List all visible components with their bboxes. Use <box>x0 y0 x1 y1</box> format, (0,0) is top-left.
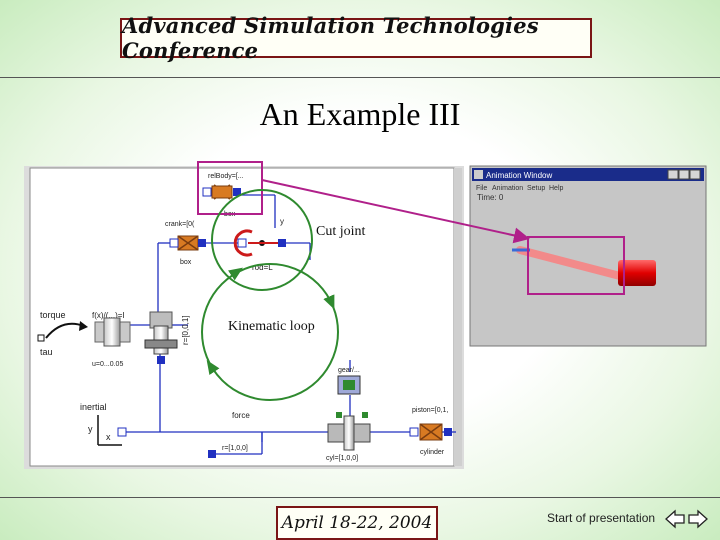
range-label: u=0...0.05 <box>92 361 123 368</box>
conference-date: April 18-22, 2004 <box>281 513 433 533</box>
kinematic-loop-circle <box>201 263 339 401</box>
gear-block: gear/... <box>337 367 361 395</box>
crank-label: crank=[0( <box>165 221 195 228</box>
header-divider <box>0 77 720 78</box>
inertial-label: inertial <box>80 402 107 412</box>
cut-joint-annotation: Cut joint <box>316 224 366 239</box>
cylinder-label: cylinder <box>420 449 445 456</box>
menu-help[interactable]: Help <box>549 185 564 192</box>
conference-header: Advanced Simulation Technologies Confere… <box>120 13 592 63</box>
inertial-x-label: x <box>106 432 111 442</box>
inertial-frame: inertial y x <box>80 402 127 446</box>
function-block: f(x)/(...)=I u=0...0.05 <box>92 311 131 368</box>
force-r-label: r=[1,0,0] <box>222 445 248 452</box>
torque-label: torque <box>40 310 66 320</box>
previous-arrow-icon[interactable] <box>664 508 686 530</box>
cut-joint-revolute: y <box>233 217 286 257</box>
cyl-label: cyl=[1,0,0] <box>326 455 358 462</box>
animated-cylinder <box>618 260 656 286</box>
relbody-highlight <box>197 161 263 215</box>
inertial-y-label: y <box>88 424 93 434</box>
menu-file[interactable]: File <box>476 185 487 192</box>
crank-component: crank=[0( box <box>165 221 206 266</box>
animation-highlight <box>527 236 625 295</box>
torque-component: torque tau <box>37 310 88 357</box>
date-box: April 18-22, 2004 <box>276 506 438 540</box>
footer-divider <box>0 497 720 498</box>
piston-component: piston=[0,1, cylinder <box>409 407 452 456</box>
tau-label: tau <box>40 347 53 357</box>
animation-window-title: Animation Window <box>486 171 552 180</box>
function-label: f(x)/(...)=I <box>92 311 125 320</box>
connector-arrow <box>261 179 530 244</box>
modelica-diagram: relBody=[... box crank=[0( box y rod=L t… <box>24 161 464 469</box>
prismatic-block: r=[0,0,1] <box>144 311 190 364</box>
kinematic-loop-annotation: Kinematic loop <box>228 319 315 334</box>
slide-title: An Example III <box>259 96 461 132</box>
gear-label: gear/... <box>338 367 360 374</box>
svg-text:y: y <box>280 217 284 226</box>
conference-title: Advanced Simulation Technologies Confere… <box>122 13 539 63</box>
animation-time: Time: 0 <box>477 193 504 202</box>
cut-joint-circle <box>211 189 313 291</box>
window-controls[interactable] <box>667 169 701 180</box>
force-label: force <box>232 411 250 420</box>
menu-setup[interactable]: Setup <box>527 185 545 192</box>
box-left-label: box <box>180 259 192 266</box>
animated-rod <box>516 246 624 280</box>
next-arrow-icon[interactable] <box>687 508 709 530</box>
menu-animation[interactable]: Animation <box>492 185 523 192</box>
piston-label: piston=[0,1, <box>412 407 448 414</box>
cyl-block: cyl=[1,0,0] <box>326 412 371 462</box>
animation-window: Animation Window File Animation Setup He… <box>469 165 707 347</box>
rod-label: rod=L <box>252 263 273 272</box>
r-label: r=[0,0,1] <box>181 315 190 345</box>
relbody-label: relBody=[... <box>208 173 244 180</box>
start-of-presentation-link[interactable]: Start of presentation <box>547 511 656 525</box>
force-port <box>208 450 216 458</box>
